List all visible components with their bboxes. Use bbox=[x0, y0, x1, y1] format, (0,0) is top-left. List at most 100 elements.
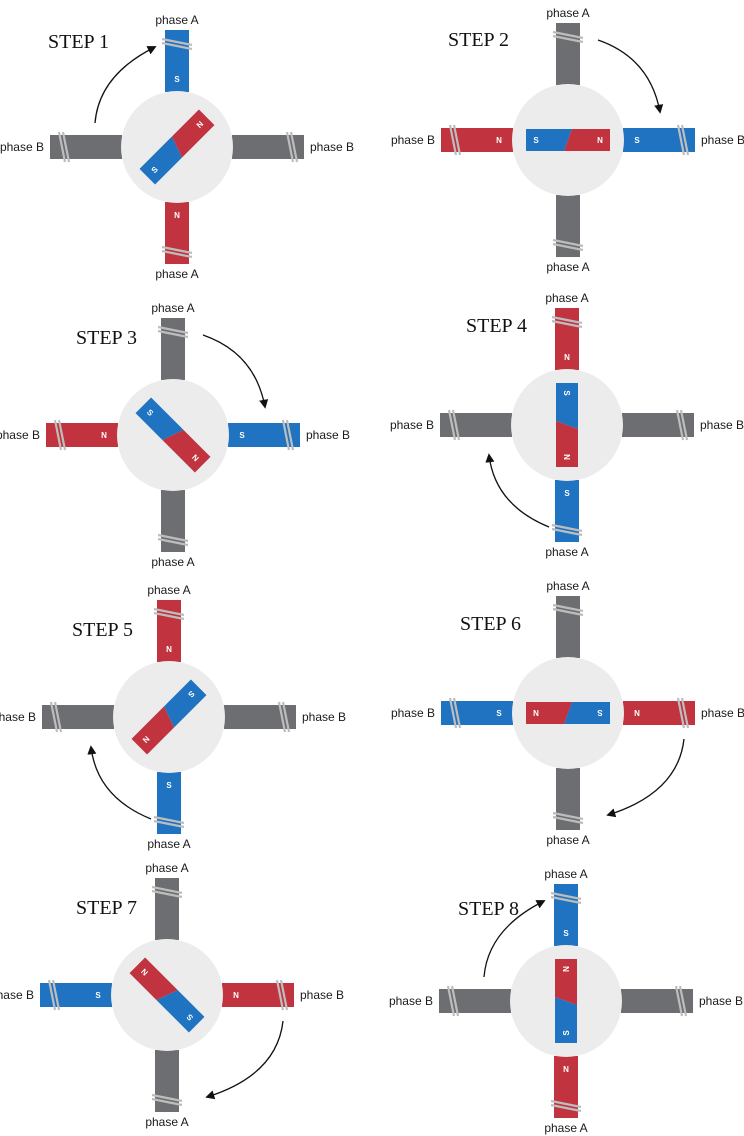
coil-right bbox=[676, 697, 690, 729]
rotor-south-half bbox=[164, 679, 207, 728]
coil-wire bbox=[49, 701, 59, 733]
phase-b-label-right: phase B bbox=[701, 706, 744, 720]
coil-bottom bbox=[153, 815, 185, 829]
coil-wire bbox=[675, 409, 685, 441]
coil-wire bbox=[151, 889, 183, 899]
phase-a-label-bottom: phase A bbox=[145, 1115, 188, 1129]
coil-wire bbox=[674, 985, 684, 1017]
rotor-south-half bbox=[555, 997, 577, 1043]
coil-wire bbox=[680, 697, 690, 729]
phase-a-label-top: phase A bbox=[545, 291, 588, 305]
step-title: STEP 1 bbox=[48, 31, 109, 53]
coil-wire bbox=[450, 985, 460, 1017]
rotor-magnet: SN bbox=[555, 959, 577, 1043]
pole-letter-right: S bbox=[239, 431, 245, 440]
coil-left bbox=[446, 985, 460, 1017]
rotor-letter-s: S bbox=[533, 136, 539, 145]
phase-a-label-bottom: phase A bbox=[545, 545, 588, 559]
rotor-magnet: SN bbox=[526, 702, 610, 724]
coil-wire bbox=[451, 409, 461, 441]
coil-left bbox=[53, 419, 67, 451]
rotation-arrow bbox=[94, 46, 157, 124]
coil-wire bbox=[552, 815, 584, 825]
pole-letter-right: N bbox=[233, 991, 239, 1000]
coil-wire bbox=[676, 697, 686, 729]
coil-wire bbox=[277, 701, 287, 733]
phase-a-label-top: phase A bbox=[145, 861, 188, 875]
rotor-letter-s: S bbox=[562, 390, 571, 396]
step-title: STEP 3 bbox=[76, 327, 137, 349]
phase-a-label-top: phase A bbox=[151, 301, 194, 315]
phase-a-label-bottom: phase A bbox=[546, 833, 589, 847]
coil-wire bbox=[161, 245, 193, 255]
coil-top bbox=[157, 325, 189, 339]
pole-letter-top: S bbox=[563, 929, 569, 938]
coil-wire bbox=[47, 979, 57, 1011]
phase-b-label-left: phase B bbox=[391, 133, 435, 147]
phase-b-label-left: phase B bbox=[390, 418, 434, 432]
coil-wire bbox=[552, 607, 584, 617]
coil-bottom bbox=[552, 811, 584, 825]
rotor-south-half bbox=[526, 129, 572, 151]
pole-letter-bottom: N bbox=[563, 1065, 569, 1074]
coil-top bbox=[552, 603, 584, 617]
coil-wire bbox=[448, 124, 458, 156]
coil-right bbox=[281, 419, 295, 451]
rotation-arrow bbox=[205, 1020, 284, 1100]
coil-wire bbox=[551, 315, 583, 325]
pole-letter-left: S bbox=[496, 709, 502, 718]
phase-a-label-top: phase A bbox=[147, 583, 190, 597]
coil-top bbox=[551, 315, 583, 329]
rotor-north-half bbox=[129, 957, 178, 1000]
rotor-magnet: SN bbox=[131, 679, 207, 755]
pole-letter-left: N bbox=[496, 136, 502, 145]
coil-wire bbox=[446, 985, 456, 1017]
pole-letter-right: N bbox=[634, 709, 640, 718]
rotor-north-half bbox=[172, 109, 215, 158]
coil-top bbox=[151, 885, 183, 899]
step-title: STEP 5 bbox=[72, 619, 133, 641]
phase-a-label-top: phase A bbox=[546, 6, 589, 20]
pole-letter-bottom: N bbox=[174, 211, 180, 220]
coil-wire bbox=[151, 1093, 183, 1103]
coil-wire bbox=[53, 701, 63, 733]
phase-b-label-right: phase B bbox=[700, 418, 744, 432]
rotor-north-half bbox=[555, 959, 577, 1005]
coil-wire bbox=[51, 979, 61, 1011]
coil-wire bbox=[161, 41, 193, 51]
phase-a-label-top: phase A bbox=[544, 867, 587, 881]
coil-right bbox=[285, 131, 299, 163]
coil-wire bbox=[57, 131, 67, 163]
coil-wire bbox=[153, 611, 185, 621]
rotation-arrow bbox=[202, 334, 269, 409]
rotor-north-half bbox=[556, 421, 578, 467]
rotor-letter-n: N bbox=[139, 967, 150, 978]
phase-a-label-bottom: phase A bbox=[544, 1121, 587, 1135]
pole-letter-bottom: S bbox=[166, 781, 172, 790]
rotor-magnet: SN bbox=[135, 397, 211, 473]
coil-wire bbox=[161, 37, 193, 47]
coil-wire bbox=[275, 979, 285, 1011]
step-title: STEP 6 bbox=[460, 613, 521, 635]
rotor-letter-n: N bbox=[195, 119, 206, 130]
coil-wire bbox=[161, 249, 193, 259]
coil-wire bbox=[552, 238, 584, 248]
coil-wire bbox=[157, 533, 189, 543]
rotor-letter-s: S bbox=[150, 164, 161, 175]
rotor-magnet: SN bbox=[139, 109, 215, 185]
rotor-magnet: SN bbox=[556, 383, 578, 467]
phase-b-label-left: phase B bbox=[391, 706, 435, 720]
phase-a-label-bottom: phase A bbox=[147, 837, 190, 851]
coil-wire bbox=[279, 979, 289, 1011]
coil-top bbox=[552, 30, 584, 44]
phase-b-label-right: phase B bbox=[701, 133, 744, 147]
coil-left bbox=[448, 124, 462, 156]
pole-letter-top: N bbox=[166, 645, 172, 654]
coil-wire bbox=[57, 419, 67, 451]
coil-top bbox=[153, 607, 185, 621]
